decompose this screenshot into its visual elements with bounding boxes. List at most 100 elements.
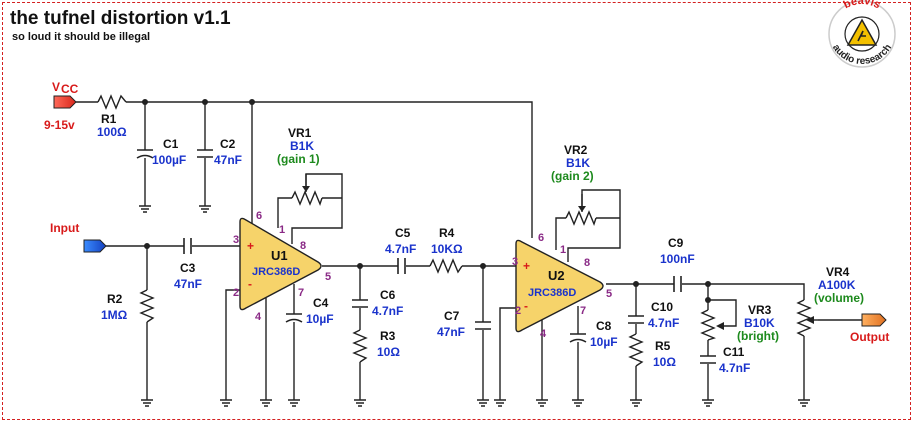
- vr2-value: B1K: [566, 156, 590, 170]
- u2-pin1: 1: [560, 244, 566, 256]
- c1-name: C1: [163, 137, 179, 151]
- u2-pin3: 3: [512, 256, 518, 268]
- capacitors: [136, 149, 716, 364]
- c9-value: 100nF: [660, 252, 695, 266]
- u1-name: U1: [271, 248, 288, 263]
- vr2-name: VR2: [564, 143, 588, 157]
- c3-name: C3: [180, 261, 196, 275]
- C8-symbol: [569, 333, 587, 343]
- C6-symbol: [352, 299, 368, 308]
- opamp-u1: + - U1 JRC386D: [239, 217, 322, 311]
- u1-pin2: 2: [233, 287, 239, 299]
- r5-name: R5: [655, 339, 671, 353]
- C10-symbol: [628, 315, 644, 324]
- vr1-value: B1K: [290, 139, 314, 153]
- u1-pin4: 4: [255, 311, 262, 323]
- dashed-border: [2, 2, 911, 420]
- output-label: Output: [850, 330, 889, 344]
- u1-pin6: 6: [256, 210, 262, 222]
- u1-pin1: 1: [279, 224, 285, 236]
- u2-pin5: 5: [606, 288, 612, 300]
- u1-pin8: 8: [300, 240, 306, 252]
- VR2-pot-symbol: [565, 194, 597, 226]
- R5-resistor-symbol: [628, 333, 644, 367]
- C7-symbol: [475, 321, 491, 330]
- r1-name: R1: [101, 112, 117, 126]
- u2-pin8: 8: [584, 257, 590, 269]
- c7-value: 47nF: [437, 325, 465, 339]
- input-connector: Input: [50, 221, 107, 253]
- u1-type: JRC386D: [252, 266, 300, 278]
- input-label: Input: [50, 221, 79, 235]
- u1-minus-sign: -: [248, 277, 252, 291]
- vcc-label: V: [52, 80, 60, 94]
- vr1-name: VR1: [288, 126, 312, 140]
- R1-resistor-symbol: [97, 94, 127, 110]
- r4-value: 10KΩ: [431, 242, 463, 256]
- u1-plus-sign: +: [247, 239, 254, 253]
- beavis-audio-logo: beavis audio research: [828, 0, 896, 68]
- C3-symbol: [183, 238, 192, 254]
- u1-pin3: 3: [233, 234, 239, 246]
- c8-name: C8: [596, 319, 612, 333]
- u2-pin7: 7: [580, 305, 586, 317]
- c2-value: 47nF: [214, 153, 242, 167]
- page-title: the tufnel distortion v1.1: [10, 8, 231, 29]
- C5-symbol: [397, 258, 406, 274]
- c6-name: C6: [380, 288, 396, 302]
- vcc-connector: V CC 9-15v: [44, 80, 79, 132]
- C4-symbol: [285, 313, 303, 323]
- u1-pin7: 7: [298, 287, 304, 299]
- c10-name: C10: [651, 300, 673, 314]
- C2-symbol: [197, 149, 213, 158]
- c3-value: 47nF: [174, 277, 202, 291]
- c6-value: 4.7nF: [372, 304, 403, 318]
- u2-pin4: 4: [540, 328, 547, 340]
- c9-name: C9: [668, 236, 684, 250]
- r3-name: R3: [380, 329, 396, 343]
- C9-symbol: [673, 276, 682, 292]
- R3-resistor-symbol: [352, 329, 368, 363]
- vr4-desc: (volume): [814, 291, 864, 305]
- r4-name: R4: [439, 226, 455, 240]
- R4-resistor-symbol: [429, 258, 463, 274]
- c7-name: C7: [444, 309, 460, 323]
- wires: [76, 101, 862, 400]
- vr1-desc: (gain 1): [277, 152, 320, 166]
- vcc-range: 9-15v: [44, 118, 75, 132]
- vr3-value: B10K: [744, 316, 775, 330]
- u2-type: JRC386D: [528, 287, 576, 299]
- c5-value: 4.7nF: [385, 242, 416, 256]
- resistors: [97, 94, 644, 367]
- u2-plus-sign: +: [523, 259, 530, 273]
- VR1-pot-symbol: [291, 174, 323, 206]
- u2-pin2: 2: [515, 305, 521, 317]
- r3-value: 10Ω: [377, 345, 400, 359]
- c4-name: C4: [313, 296, 329, 310]
- c4-value: 10µF: [306, 312, 334, 326]
- R2-resistor-symbol: [139, 289, 155, 323]
- opamp-u2: + - U2 JRC386D: [515, 239, 604, 333]
- VR4-pot-symbol: [796, 299, 818, 337]
- c1-value: 100µF: [152, 153, 186, 167]
- u1-pin5: 5: [325, 271, 331, 283]
- vr4-name: VR4: [826, 265, 850, 279]
- pin-numbers: 6 1 8 3 2 4 7 5 6 1 8 3 2 4 7 5: [233, 210, 612, 340]
- c5-name: C5: [395, 226, 411, 240]
- vr3-name: VR3: [748, 303, 772, 317]
- C11-symbol: [700, 355, 716, 364]
- u2-minus-sign: -: [524, 299, 528, 313]
- vr2-desc: (gain 2): [551, 169, 594, 183]
- junctions: [142, 99, 711, 303]
- page-subtitle: so loud it should be illegal: [12, 31, 151, 43]
- C1-symbol: [136, 149, 154, 159]
- logo-top-text: beavis: [842, 0, 883, 11]
- r5-value: 10Ω: [653, 355, 676, 369]
- c11-value: 4.7nF: [719, 361, 750, 375]
- r1-value: 100Ω: [97, 125, 127, 139]
- r2-name: R2: [107, 292, 123, 306]
- vcc-subscript: CC: [61, 82, 79, 96]
- u2-pin6: 6: [538, 232, 544, 244]
